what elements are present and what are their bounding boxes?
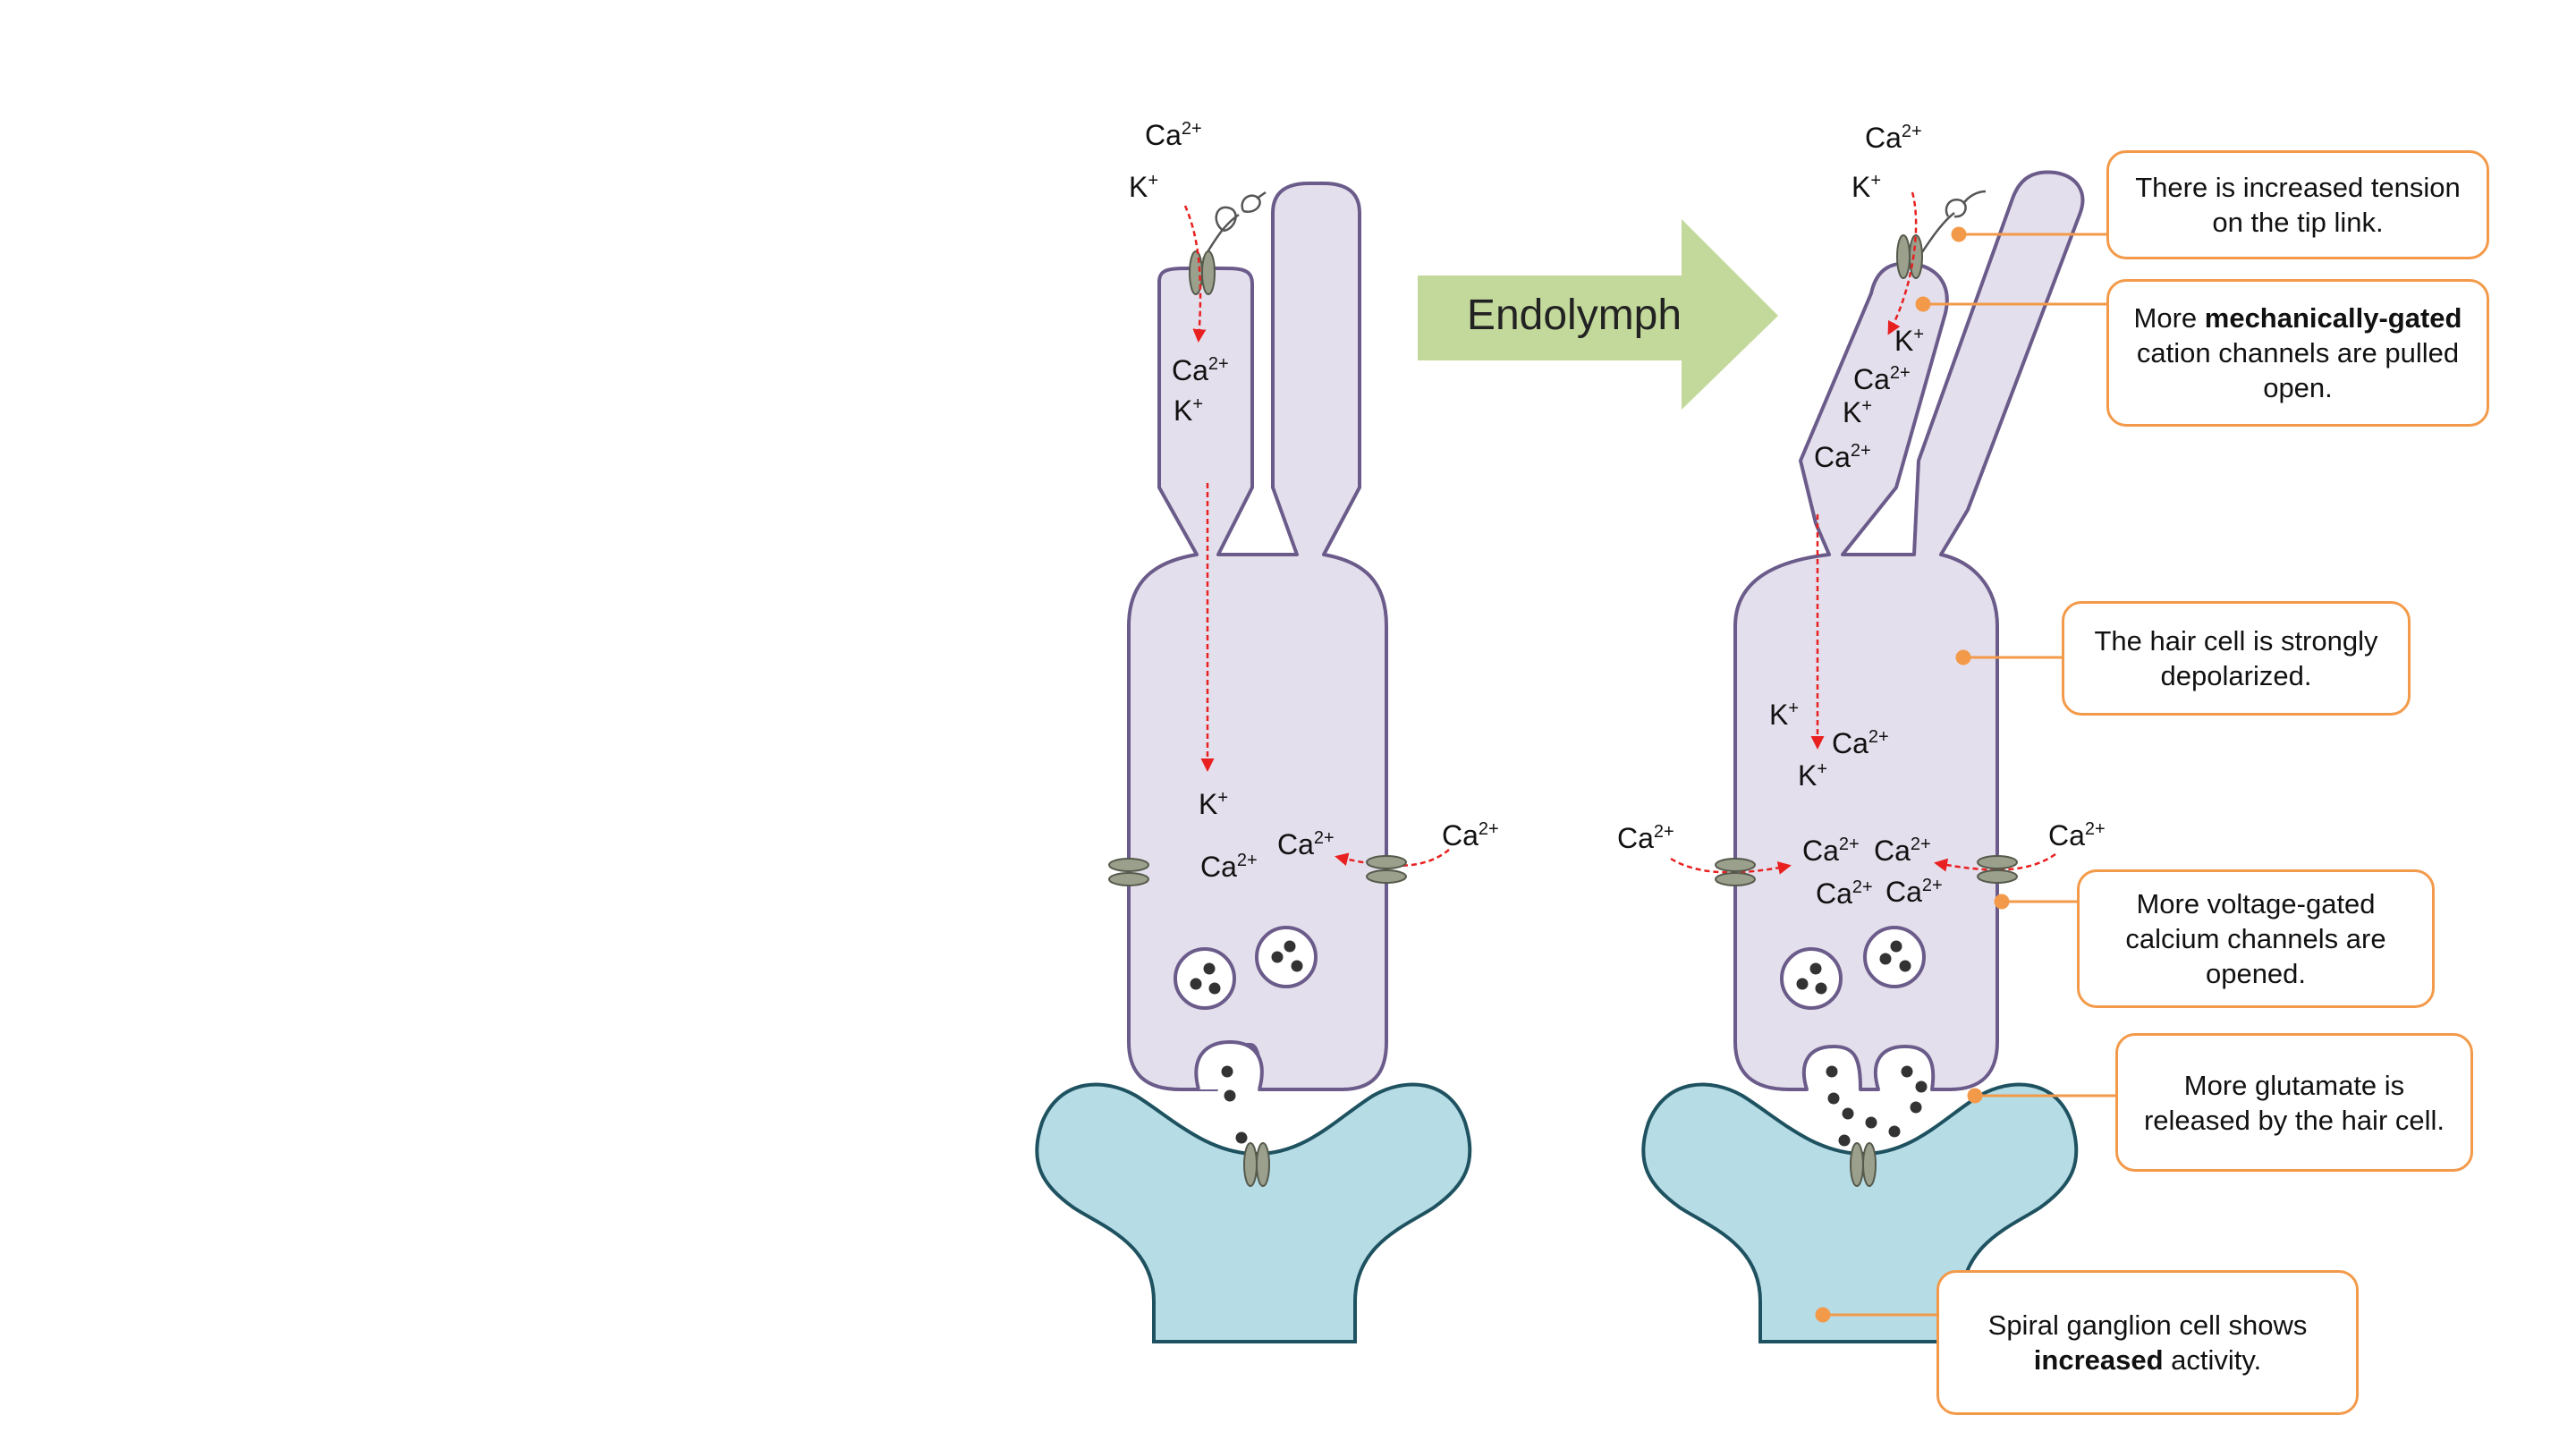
ion-ca-stereo-left: Ca2+ [1172, 354, 1229, 386]
callout-glutamate: More glutamate is released by the hair c… [2115, 1033, 2473, 1172]
endolymph-arrow [1418, 219, 1778, 410]
ion-labels: Ca2+ K+ Ca2+ K+ K+ Ca2+ Ca2+ Ca2+ Ca2+ K… [1129, 119, 2106, 910]
ion-k-top-left: K+ [1129, 171, 1158, 203]
callout-voltage-gated: More voltage-gated calcium channels are … [2077, 869, 2435, 1008]
ion-ca-stereo-right-2: Ca2+ [1814, 441, 1871, 473]
ion-k-body-left: K+ [1199, 788, 1228, 820]
hair-cell-body-left [1127, 182, 1388, 1091]
ion-ca-body-right-5: Ca2+ [1885, 876, 1943, 908]
ion-ca-body-right-3: Ca2+ [1874, 835, 1931, 867]
ion-ca-body-right-1: Ca2+ [1832, 727, 1889, 759]
ion-flow-ca-left [1335, 849, 1450, 868]
ion-k-body-right-1: K+ [1769, 699, 1799, 731]
ion-k-top-right: K+ [1852, 171, 1881, 203]
endolymph-label: Endolymph [1467, 292, 1682, 339]
ion-k-stereo-left: K+ [1174, 394, 1203, 427]
glutamate-right [1826, 1065, 1928, 1147]
callout-depolarized: The hair cell is strongly depolarized. [2062, 601, 2411, 716]
ion-ca-outside-right-1: Ca2+ [1617, 822, 1674, 854]
ion-k-stereo-right-2: K+ [1843, 396, 1872, 428]
ion-k-body-right-2: K+ [1798, 759, 1827, 792]
callout-connectors [1815, 226, 2115, 1323]
vesicles-right [1780, 926, 1926, 1010]
callout-tip-link: There is increased tension on the tip li… [2106, 150, 2489, 259]
glutamate-left [1221, 1065, 1248, 1144]
ion-k-stereo-right-1: K+ [1894, 325, 1924, 357]
ion-ca-body-left-2: Ca2+ [1200, 851, 1258, 883]
synaptic-vesicle-left [1194, 1039, 1264, 1090]
ion-ca-top-right: Ca2+ [1865, 122, 1922, 154]
tip-link-left [1201, 191, 1267, 260]
ion-ca-top-left: Ca2+ [1145, 119, 1202, 151]
tip-link-right [1917, 190, 1987, 258]
callout-mechanically-gated: More mechanically-gated cation channels … [2106, 279, 2489, 427]
ion-ca-body-right-4: Ca2+ [1816, 877, 1873, 910]
ion-ca-outside-right-2: Ca2+ [2048, 819, 2106, 852]
ion-ca-body-left-1: Ca2+ [1277, 828, 1335, 860]
ion-flow-ca-right-in-left [1670, 857, 1792, 875]
ion-ca-outside-left: Ca2+ [1442, 819, 1499, 852]
callout-ganglion: Spiral ganglion cell shows increased act… [1936, 1270, 2359, 1415]
ion-flow-top-right [1887, 191, 1918, 335]
ion-ca-body-right-2: Ca2+ [1802, 835, 1860, 867]
ion-ca-stereo-right-1: Ca2+ [1853, 363, 1911, 395]
vesicles-left [1174, 926, 1318, 1010]
ganglion-cell-left [1035, 1082, 1472, 1343]
ion-flow-top-left [1183, 205, 1207, 343]
